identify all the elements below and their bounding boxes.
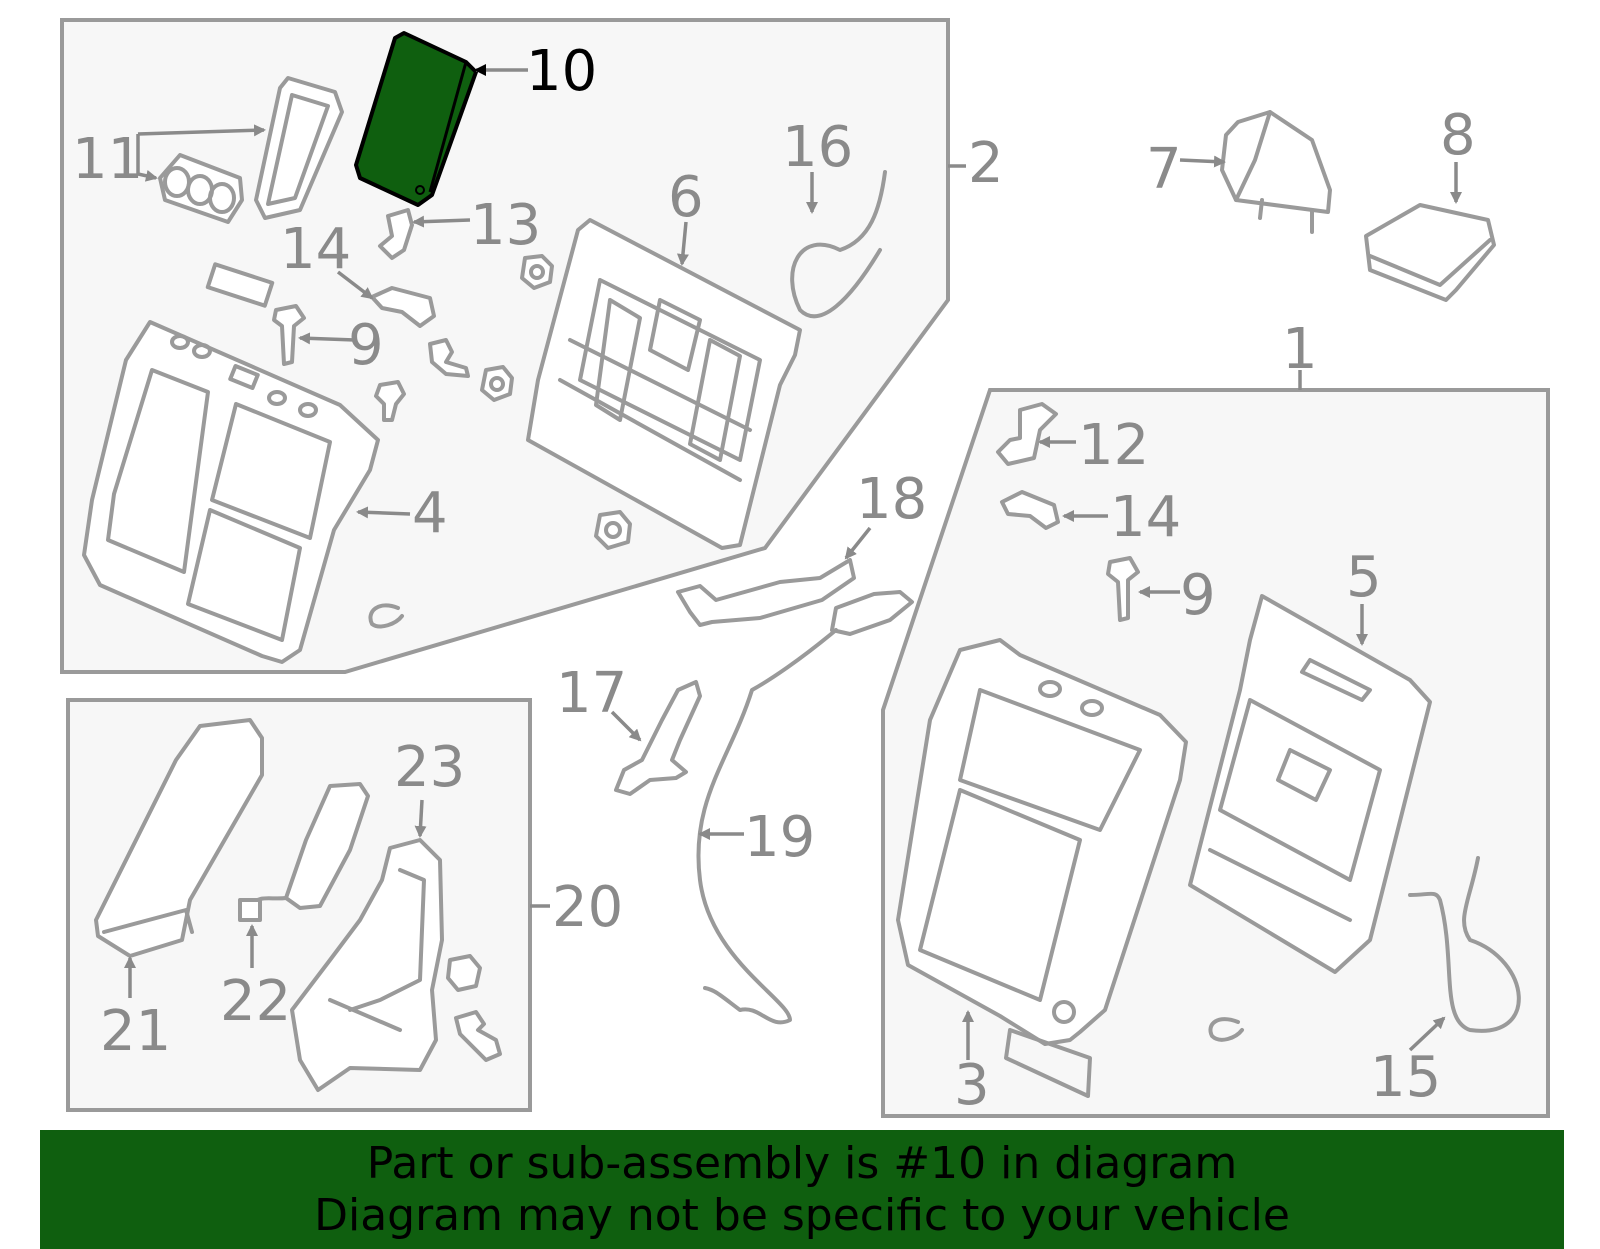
part-9-lower <box>1106 556 1140 622</box>
part-3 <box>896 638 1188 1098</box>
callout-2: 2 <box>968 131 1004 196</box>
fasteners-upper <box>368 254 632 629</box>
callout-4: 4 <box>412 481 448 546</box>
part-11 <box>158 76 344 224</box>
part-15 <box>1408 856 1521 1033</box>
callout-7: 7 <box>1146 137 1182 202</box>
part-18 <box>676 558 856 627</box>
part-8 <box>1364 203 1496 302</box>
part-10-highlight[interactable] <box>354 31 478 207</box>
callout-20: 20 <box>552 875 623 940</box>
callout-1: 1 <box>1282 317 1318 382</box>
part-23 <box>290 838 502 1092</box>
callout-21: 21 <box>100 999 171 1064</box>
callout-14-upper: 14 <box>280 217 351 282</box>
callout-12: 12 <box>1078 413 1149 478</box>
part-6 <box>526 218 802 550</box>
part-21 <box>94 718 264 958</box>
callout-8: 8 <box>1440 103 1476 168</box>
part-7 <box>1220 110 1332 234</box>
callout-19: 19 <box>744 805 815 870</box>
part-14-lower <box>1000 490 1060 530</box>
callout-9-lower: 9 <box>1180 563 1216 628</box>
callout-11: 11 <box>72 127 143 192</box>
leader-lines <box>124 64 1462 1060</box>
part-14-upper <box>370 286 436 328</box>
banner-line-2: Diagram may not be specific to your vehi… <box>314 1189 1290 1241</box>
callout-23: 23 <box>394 735 465 800</box>
callout-15: 15 <box>1370 1045 1441 1110</box>
callout-6: 6 <box>668 165 704 230</box>
callout-16: 16 <box>782 115 853 180</box>
notice-banner: Part or sub-assembly is #10 in diagram D… <box>40 1130 1564 1249</box>
part-12 <box>996 402 1058 466</box>
part-clip-lower <box>1208 1017 1244 1042</box>
part-4 <box>82 320 380 664</box>
callout-17: 17 <box>556 661 627 726</box>
part-17 <box>614 680 702 796</box>
callout-5: 5 <box>1346 545 1382 610</box>
part-16 <box>790 170 887 319</box>
callout-10: 10 <box>526 39 597 104</box>
callout-14-lower: 14 <box>1110 485 1181 550</box>
callout-13: 13 <box>470 193 541 258</box>
part-9-upper <box>272 304 306 366</box>
part-bracket-small <box>205 262 275 308</box>
callout-18: 18 <box>856 467 927 532</box>
callout-22: 22 <box>220 969 291 1034</box>
part-13 <box>378 208 414 260</box>
part-19 <box>696 590 914 1025</box>
callout-9-upper: 9 <box>348 313 384 378</box>
part-5 <box>1188 594 1432 974</box>
callout-3: 3 <box>954 1053 990 1118</box>
part-22 <box>238 782 370 922</box>
banner-line-1: Part or sub-assembly is #10 in diagram <box>366 1137 1238 1189</box>
